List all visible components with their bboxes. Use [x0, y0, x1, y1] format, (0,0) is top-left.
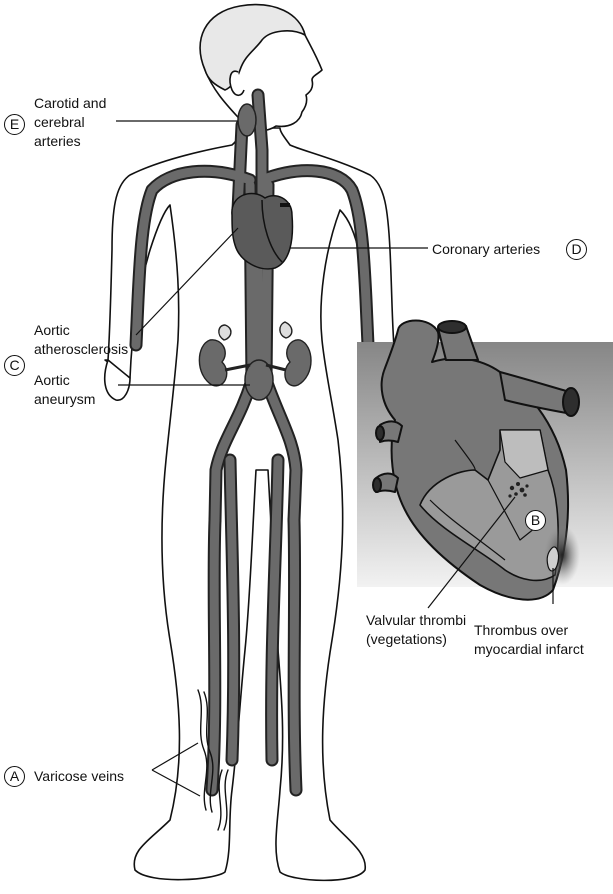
- varicose-veins: [197, 689, 229, 831]
- marker-e: E: [4, 114, 25, 135]
- marker-c: C: [4, 355, 25, 376]
- valvular-vegetations: [508, 482, 529, 498]
- kidneys: [198, 321, 312, 387]
- body-outline: [103, 3, 400, 882]
- valvular-label-line2: (vegetations): [366, 631, 447, 647]
- heart-inset: [357, 319, 613, 601]
- atherosclerosis-label-line1: Aortic: [34, 322, 70, 338]
- carotid-label-line2: cerebral: [34, 114, 85, 130]
- aneurysm-label-line1: Aortic: [34, 372, 70, 388]
- marker-a: A: [4, 766, 25, 787]
- atherosclerosis-label-line2: atherosclerosis: [34, 341, 129, 357]
- leader-lines: [116, 120, 554, 797]
- valvular-label-line1: Valvular thrombi: [366, 612, 467, 628]
- carotid-bulge: [237, 103, 257, 137]
- carotid-label-line1: Carotid and: [34, 95, 107, 111]
- mural-label-line2: myocardial infarct: [474, 641, 584, 657]
- carotid-label-line3: arteries: [34, 133, 81, 149]
- varicose-label: Varicose veins: [34, 768, 125, 784]
- aneurysm-label-line2: aneurysm: [34, 391, 96, 407]
- marker-d: D: [566, 239, 587, 260]
- marker-b: B: [525, 510, 546, 531]
- mural-label-line1: Thrombus over: [474, 622, 569, 638]
- aortic-aneurysm: [244, 359, 274, 401]
- small-heart: [231, 192, 294, 270]
- coronary-label: Coronary arteries: [432, 241, 541, 257]
